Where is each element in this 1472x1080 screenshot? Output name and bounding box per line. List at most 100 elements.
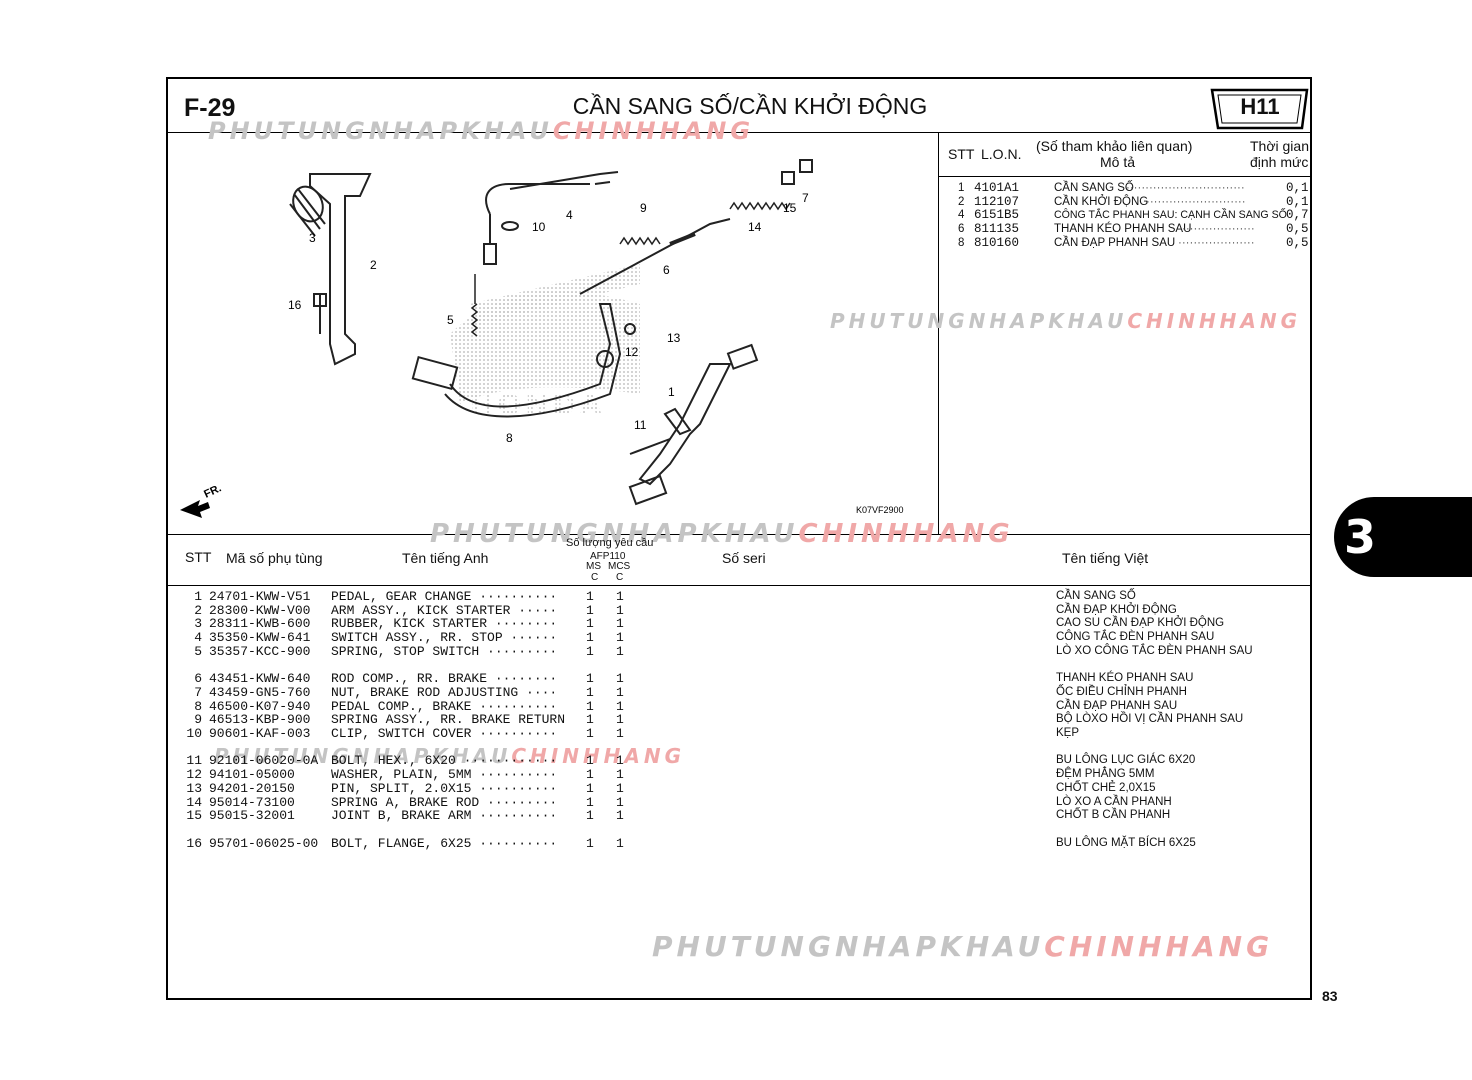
- callout-13: 13: [667, 331, 681, 345]
- row-part-number: 90601-KAF-003: [209, 726, 311, 741]
- row-qty-ms: 1: [586, 602, 594, 618]
- watermark: PHUTUNGNHAPKHAUCHINHHANG: [208, 117, 755, 145]
- row-stt: 8: [194, 698, 202, 714]
- labor-lon-header: L.O.N.: [981, 146, 1022, 162]
- row-vietnamese-name: THANH KÉO PHANH SAU: [1056, 672, 1194, 685]
- labor-row: 6 811135 THANH KÉO PHANH SAU ···········…: [958, 222, 1309, 237]
- row-qty-mcs: 1: [616, 643, 624, 659]
- row-english-name: CLIP, SWITCH COVER ··········: [331, 726, 558, 741]
- row-part-number: 46500-K07-940: [209, 698, 311, 714]
- row-stt: 1: [194, 589, 202, 604]
- row-qty-mcs: 1: [616, 602, 624, 618]
- row-english-name: RUBBER, KICK STARTER ········: [331, 616, 558, 632]
- header-divider: [168, 132, 1312, 133]
- row-stt: 3: [194, 616, 202, 632]
- row-stt: 2: [194, 602, 202, 618]
- row-stt: 9: [194, 712, 202, 728]
- row-english-name: SPRING A, BRAKE ROD ·········: [331, 794, 558, 810]
- row-qty-mcs: 1: [616, 753, 624, 769]
- row-english-name: SPRING, STOP SWITCH ·········: [331, 643, 558, 659]
- row-stt: 11: [186, 753, 202, 769]
- parts-c1-header: C: [591, 572, 599, 583]
- row-qty-mcs: 1: [616, 780, 624, 796]
- row-qty-ms: 1: [586, 753, 594, 769]
- callout-4: 4: [566, 208, 573, 222]
- row-part-number: 35357-KCC-900: [209, 643, 311, 659]
- labor-time-header-2: định mức: [1250, 154, 1309, 170]
- row-vietnamese-name: BU LÔNG MẶT BÍCH 6X25: [1056, 836, 1196, 849]
- callout-3: 3: [309, 231, 316, 245]
- row-qty-mcs: 1: [616, 589, 624, 604]
- row-qty-ms: 1: [586, 698, 594, 714]
- parts-serial-header: Số seri: [722, 550, 766, 566]
- row-part-number: 95701-06025-00: [209, 835, 319, 851]
- row-stt: 10: [186, 726, 202, 741]
- row-stt: 5: [194, 643, 202, 659]
- row-vietnamese-name: LÒ XO A CẦN PHANH: [1056, 795, 1172, 808]
- parts-header-divider: [168, 585, 1312, 586]
- row-qty-ms: 1: [586, 726, 594, 741]
- row-english-name: PEDAL, GEAR CHANGE ··········: [331, 589, 558, 604]
- row-qty-mcs: 1: [616, 630, 624, 646]
- row-english-name: WASHER, PLAIN, 5MM ··········: [331, 767, 558, 783]
- table-row: 5 35357-KCC-900 SPRING, STOP SWITCH ······…: [0, 643, 1300, 659]
- labor-stt-header: STT: [948, 146, 975, 162]
- parts-mcs-header: MCS: [608, 561, 631, 572]
- figure-id: F-29: [184, 94, 236, 122]
- chapter-tab-number: 3: [1344, 510, 1377, 564]
- parts-en-header: Tên tiếng Anh: [402, 550, 489, 566]
- row-vietnamese-name: BU LÔNG LỤC GIÁC 6X20: [1056, 754, 1196, 767]
- watermark: PHUTUNGNHAPKHAUCHINHHANG: [214, 744, 686, 768]
- callout-16: 16: [288, 298, 302, 312]
- row-vietnamese-name: CHỐT B CẦN PHANH: [1056, 809, 1171, 822]
- row-english-name: PEDAL COMP., BRAKE ··········: [331, 698, 558, 714]
- row-qty-ms: 1: [586, 835, 594, 851]
- row-part-number: 28300-KWW-V00: [209, 602, 311, 618]
- row-vietnamese-name: CẦN ĐẠP KHỞI ĐỘNG: [1056, 603, 1177, 616]
- row-part-number: 94101-05000: [209, 767, 295, 783]
- brake-rod: [579, 218, 731, 295]
- row-english-name: SWITCH ASSY., RR. STOP ······: [331, 630, 558, 646]
- callout-7: 7: [802, 191, 809, 205]
- table-row: 4 35350-KWW-641 SWITCH ASSY., RR. STOP ···…: [0, 631, 1300, 645]
- callout-6: 6: [663, 263, 670, 277]
- joint-nut: [781, 159, 813, 185]
- row-vietnamese-name: CÔNG TẮC ĐÈN PHANH SAU: [1056, 631, 1215, 644]
- row-vietnamese-name: ĐỆM PHẲNG 5MM: [1056, 768, 1155, 781]
- honda-wing-logo: HONDA: [450, 264, 640, 421]
- row-qty-ms: 1: [586, 684, 594, 700]
- row-stt: 15: [186, 808, 202, 824]
- chapter-tab: [1334, 497, 1472, 577]
- row-stt: 7: [194, 684, 202, 700]
- row-qty-mcs: 1: [616, 794, 624, 810]
- parts-vn-header: Tên tiếng Việt: [1062, 550, 1149, 566]
- row-vietnamese-name: CẦN SANG SỐ: [1056, 590, 1136, 602]
- row-part-number: 35350-KWW-641: [209, 630, 311, 646]
- row-qty-ms: 1: [586, 808, 594, 824]
- row-english-name: ROD COMP., RR. BRAKE ········: [331, 671, 558, 687]
- watermark: PHUTUNGNHAPKHAUCHINHHANG: [652, 930, 1274, 963]
- labor-row: 8 810160 CẦN ĐẠP PHANH SAU ·············…: [958, 235, 1309, 250]
- watermark: PHUTUNGNHAPKHAUCHINHHANG: [830, 309, 1302, 333]
- parts-ms-header: MS: [586, 561, 601, 572]
- row-qty-ms: 1: [586, 780, 594, 796]
- row-qty-ms: 1: [586, 589, 594, 604]
- callout-11: 11: [634, 418, 647, 432]
- row-vietnamese-name: LÒ XO CÔNG TẮC ĐÈN PHANH SAU: [1056, 644, 1253, 657]
- labor-header-divider: [938, 176, 1312, 177]
- direction-label: FR.: [202, 482, 223, 500]
- row-english-name: BOLT, HEX., 6X20 ············: [331, 753, 558, 769]
- page-title: CẦN SANG SỐ/CẦN KHỞI ĐỘNG: [572, 93, 928, 119]
- row-stt: 4: [194, 630, 202, 646]
- row-english-name: NUT, BRAKE ROD ADJUSTING ····: [331, 684, 558, 700]
- kick-starter-arm: [289, 173, 372, 366]
- row-vietnamese-name: KẸP: [1056, 727, 1080, 739]
- callout-9: 9: [640, 201, 647, 215]
